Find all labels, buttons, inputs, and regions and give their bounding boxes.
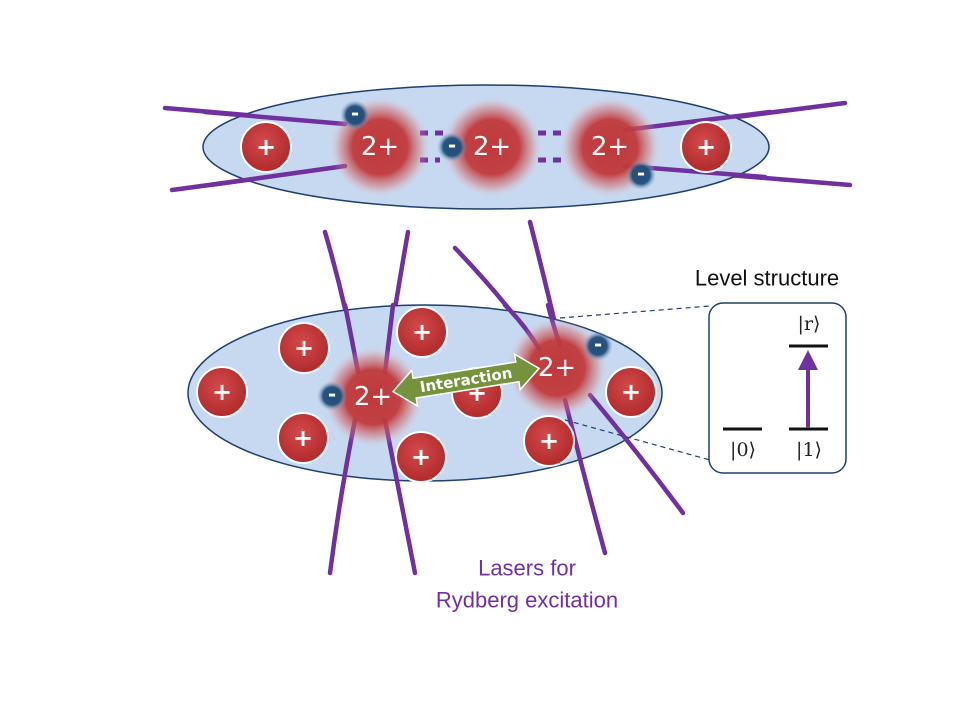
bottom-ion-crystal: + + + + + + + + xyxy=(187,219,686,576)
level-structure-inset: Level structure |0⟩ |1⟩ |r⟩ xyxy=(559,266,847,474)
bottom-electron-1: - xyxy=(317,381,347,411)
bottom-ion-2: + xyxy=(278,322,330,374)
bottom-rydberg-ion-1: 2+ xyxy=(323,347,423,447)
bottom-laser-8 xyxy=(587,392,686,516)
bottom-ion-3: + xyxy=(277,412,329,464)
label-text: + xyxy=(256,133,276,161)
interaction-arrow: Interaction xyxy=(391,352,541,408)
label-text: + xyxy=(294,334,314,362)
label-text: - xyxy=(351,101,359,125)
label-text: + xyxy=(411,443,431,471)
label-text: + xyxy=(539,427,559,455)
ket-0: |0⟩ xyxy=(730,439,756,461)
label-text: + xyxy=(212,378,232,406)
top-rydberg-ion-2: 2+ xyxy=(442,97,542,197)
bottom-ion-7: + xyxy=(523,415,575,467)
label-text: + xyxy=(696,133,716,161)
top-electron-1: - xyxy=(340,100,370,130)
top-laser-left-lower-inner xyxy=(207,163,348,188)
bottom-ion-8: + xyxy=(605,366,657,418)
label-text: 2+ xyxy=(361,132,399,162)
ket-r: |r⟩ xyxy=(798,313,821,335)
label-text: 2+ xyxy=(354,382,392,412)
laser-caption-line1: Lasers for xyxy=(478,556,576,581)
ket-1: |1⟩ xyxy=(796,439,822,461)
label-text: + xyxy=(293,424,313,452)
bottom-rydberg-ion-2: 2+ xyxy=(507,318,607,418)
laser-caption: Lasers for Rydberg excitation xyxy=(436,556,618,613)
top-ion-2: + xyxy=(680,121,732,173)
top-ion-1: + xyxy=(240,121,292,173)
zoom-line-lower xyxy=(564,419,711,461)
label-text: 2+ xyxy=(591,132,629,162)
top-electron-2: - xyxy=(437,132,467,162)
laser-caption-line2: Rydberg excitation xyxy=(436,588,618,613)
top-laser-left-upper-inner xyxy=(202,109,348,127)
top-electron-3: - xyxy=(626,160,656,190)
label-text: + xyxy=(621,378,641,406)
label-text: 2+ xyxy=(538,353,576,383)
label-text: - xyxy=(637,161,645,185)
label-text: - xyxy=(448,133,456,157)
bottom-electron-2: - xyxy=(583,331,613,361)
label-text: - xyxy=(594,332,602,356)
level-structure-title: Level structure xyxy=(695,266,839,291)
excitation-arrowhead xyxy=(798,350,818,370)
label-text: - xyxy=(328,382,336,406)
top-ion-crystal: + 2+ 2+ 2+ + - - - xyxy=(162,84,853,210)
bottom-laser-7 xyxy=(562,397,608,556)
bottom-ion-4: + xyxy=(396,306,448,358)
bottom-ion-1: + xyxy=(196,366,248,418)
label-text: + xyxy=(412,318,432,346)
zoom-line-upper xyxy=(559,305,711,319)
label-text: 2+ xyxy=(473,132,511,162)
bottom-ion-5: + xyxy=(395,431,447,483)
